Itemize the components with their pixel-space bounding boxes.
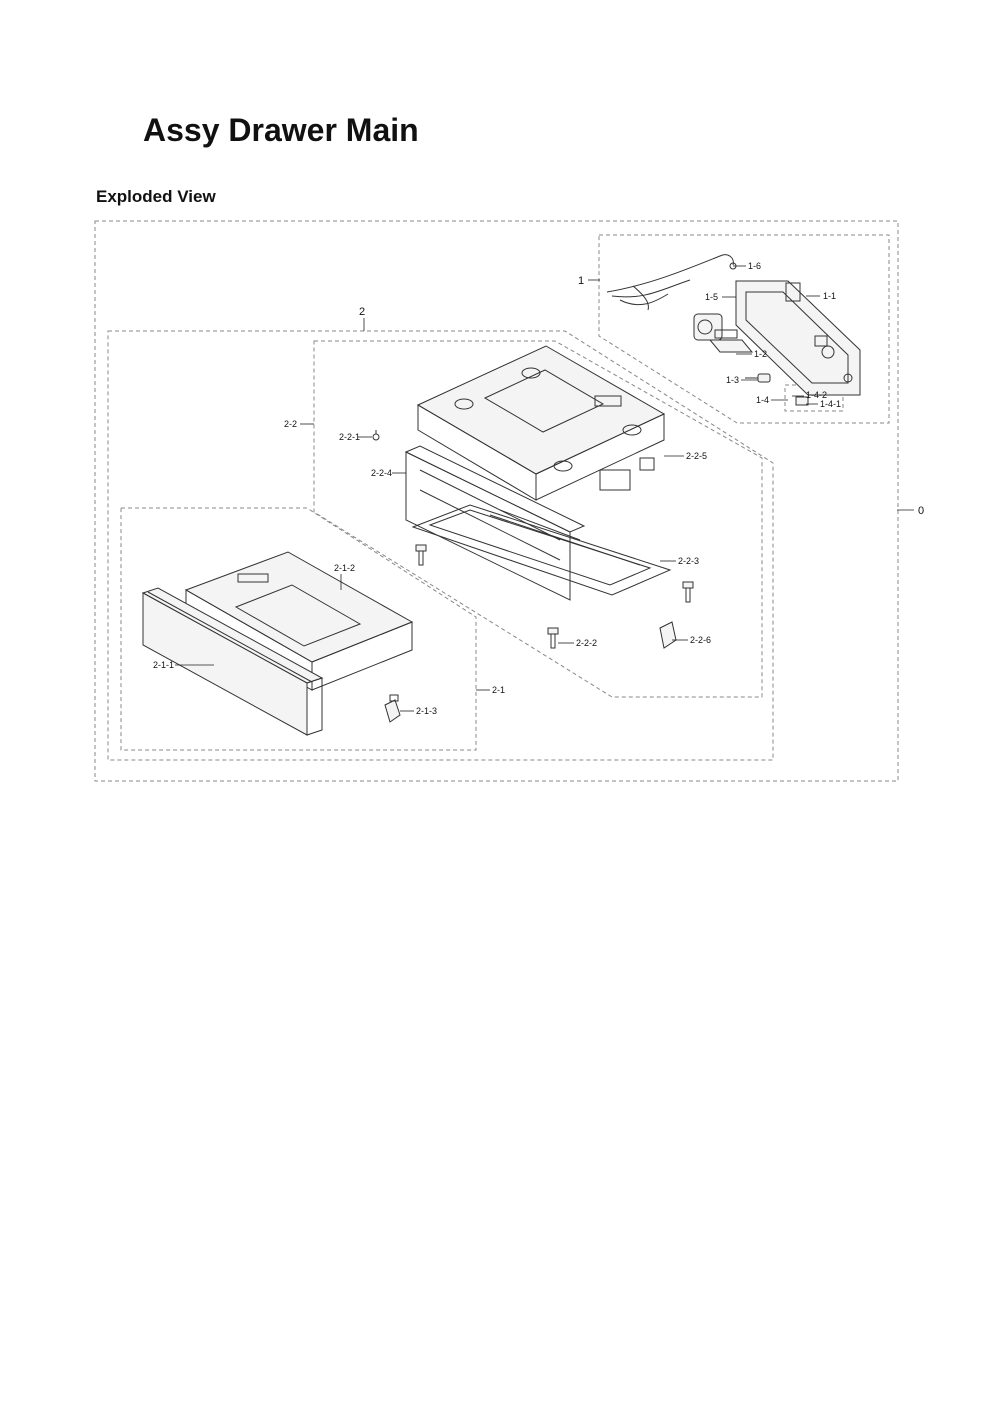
screw-2-2-2 bbox=[547, 627, 559, 649]
page-title: Assy Drawer Main bbox=[143, 112, 419, 148]
callout-2: 2 bbox=[359, 306, 365, 318]
callout-1-6: 1-6 bbox=[748, 261, 761, 271]
screw-2-2-2-a bbox=[415, 544, 427, 566]
callout-2-2-3: 2-2-3 bbox=[678, 556, 699, 566]
callout-0: 0 bbox=[918, 505, 924, 517]
group-boundary-1 bbox=[598, 234, 890, 424]
latch-2-2-6 bbox=[659, 621, 677, 649]
group-boundary-2-1 bbox=[120, 507, 477, 751]
callout-2-2-2: 2-2-2 bbox=[576, 638, 597, 648]
drawer-housing-part bbox=[404, 345, 672, 601]
callout-1-4-1: 1-4-1 bbox=[820, 399, 841, 409]
callout-2-1-2: 2-1-2 bbox=[334, 563, 355, 573]
callout-2-2-5: 2-2-5 bbox=[686, 451, 707, 461]
callout-1-3: 1-3 bbox=[726, 375, 739, 385]
screw-2-2-2-b bbox=[682, 581, 694, 603]
callout-1: 1 bbox=[578, 275, 584, 287]
callout-2-2-6: 2-2-6 bbox=[690, 635, 711, 645]
callout-1-1: 1-1 bbox=[823, 291, 836, 301]
drawer-part bbox=[141, 551, 414, 736]
callout-2-2: 2-2 bbox=[284, 419, 297, 429]
wire-harness-part bbox=[606, 254, 737, 311]
group-boundary-2-2 bbox=[313, 340, 763, 698]
callout-2-1-1: 2-1-1 bbox=[153, 660, 174, 670]
callout-2-2-4: 2-2-4 bbox=[371, 468, 392, 478]
section-title: Exploded View bbox=[96, 187, 216, 206]
callout-2-1-3: 2-1-3 bbox=[416, 706, 437, 716]
clip-2-2-1 bbox=[372, 430, 380, 441]
callout-1-4-2: 1-4-2 bbox=[806, 390, 827, 400]
callout-2-2-1: 2-2-1 bbox=[339, 432, 360, 442]
leader-lines bbox=[175, 265, 914, 712]
callout-1-2: 1-2 bbox=[754, 349, 767, 359]
group-boundary-0 bbox=[94, 220, 899, 782]
callout-1-5: 1-5 bbox=[705, 292, 718, 302]
panel-bracket-part bbox=[735, 280, 861, 396]
drawer-clip-2-1-3 bbox=[384, 694, 401, 723]
callout-1-4: 1-4 bbox=[756, 395, 769, 405]
callout-2-1: 2-1 bbox=[492, 685, 505, 695]
connector-part bbox=[795, 396, 809, 406]
motor-unit-part bbox=[693, 313, 754, 353]
group-boundary-2 bbox=[107, 330, 774, 761]
small-gear-part bbox=[745, 373, 771, 383]
